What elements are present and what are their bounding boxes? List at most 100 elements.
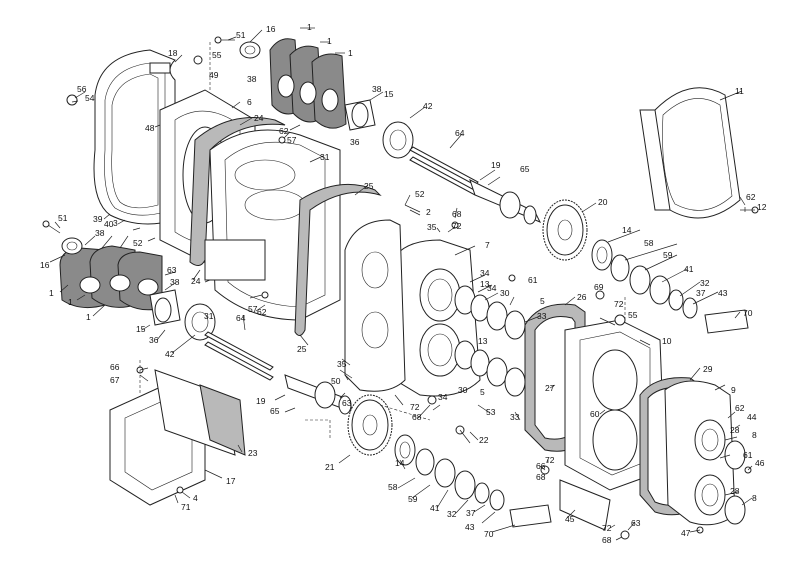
- callout-14: 14: [622, 225, 632, 235]
- callout-65: 65: [520, 164, 530, 174]
- callout-25: 25: [364, 181, 374, 191]
- belt-guard-11: [639, 87, 741, 219]
- callout-72: 72: [614, 299, 624, 309]
- callout-36: 36: [350, 137, 360, 147]
- callout-70: 70: [743, 308, 753, 318]
- callout-13: 13: [480, 279, 490, 289]
- callout-38: 38: [95, 228, 105, 238]
- callout-58: 58: [388, 482, 398, 492]
- shaft-bottom-19: [284, 374, 353, 415]
- callout-64: 64: [455, 128, 465, 138]
- callout-38: 38: [170, 277, 180, 287]
- center-gasket-plate: [344, 219, 406, 392]
- callout-46: 46: [755, 458, 765, 468]
- callout-72: 72: [410, 402, 420, 412]
- inlet-flange-17: [109, 369, 246, 506]
- callout-15: 15: [136, 324, 146, 334]
- callout-38: 38: [247, 74, 257, 84]
- callout-61: 61: [528, 275, 538, 285]
- callout-11: 11: [735, 86, 744, 96]
- callout-28: 28: [730, 425, 740, 435]
- callout-1: 1: [49, 288, 54, 298]
- callout-59: 59: [408, 494, 418, 504]
- callout-21: 21: [325, 462, 335, 472]
- callout-55: 55: [628, 310, 638, 320]
- callout-37: 37: [696, 288, 706, 298]
- callout-68: 68: [452, 209, 462, 219]
- callout-24: 24: [254, 113, 264, 123]
- callout-12: 12: [757, 202, 767, 212]
- callout-8: 8: [752, 430, 757, 440]
- callout-51: 51: [236, 30, 246, 40]
- callout-7: 7: [485, 240, 490, 250]
- callout-66: 66: [536, 461, 546, 471]
- callout-33: 33: [537, 311, 547, 321]
- gasket-24: [189, 117, 286, 266]
- right-hardware-bottom: [394, 434, 552, 528]
- callout-43: 43: [718, 288, 728, 298]
- callout-68: 68: [412, 412, 422, 422]
- callout-1: 1: [86, 312, 91, 322]
- callout-41: 41: [684, 264, 694, 274]
- callout-14: 14: [395, 458, 405, 468]
- callout-15: 15: [384, 89, 394, 99]
- callout-48: 48: [145, 123, 155, 133]
- callout-65: 65: [270, 406, 280, 416]
- callout-1: 1: [327, 36, 332, 46]
- gear-20: [542, 199, 588, 261]
- callout-30: 30: [458, 385, 468, 395]
- callout-4: 4: [193, 493, 198, 503]
- callout-42: 42: [423, 101, 433, 111]
- callout-37: 37: [466, 508, 476, 518]
- callout-67: 67: [110, 375, 120, 385]
- callout-47: 47: [681, 528, 691, 538]
- callout-36: 36: [149, 335, 159, 345]
- callout-41: 41: [430, 503, 440, 513]
- shaft-keys-64: [204, 146, 479, 381]
- callout-55: 55: [212, 50, 222, 60]
- callout-26: 26: [577, 292, 587, 302]
- rotors-top-1: [269, 38, 347, 129]
- callout-35: 35: [427, 222, 437, 232]
- callout-52: 52: [415, 189, 425, 199]
- callout-27: 27: [545, 383, 555, 393]
- callout-5: 5: [540, 296, 545, 306]
- callout-28: 28: [730, 486, 740, 496]
- callout-8: 8: [752, 493, 757, 503]
- callout-5: 5: [480, 387, 485, 397]
- callout-39: 39: [93, 214, 103, 224]
- callout-31: 31: [320, 152, 330, 162]
- callout-33: 33: [510, 412, 520, 422]
- callout-19: 19: [491, 160, 501, 170]
- callout-58: 58: [644, 238, 654, 248]
- callout-60: 60: [590, 409, 600, 419]
- callout-32: 32: [700, 278, 710, 288]
- callout-62: 62: [257, 307, 267, 317]
- callout-50: 50: [331, 376, 341, 386]
- callout-54: 54: [85, 93, 95, 103]
- callout-25: 25: [297, 344, 307, 354]
- callout-3: 3: [113, 218, 118, 228]
- rotors-bottom-1: [59, 245, 163, 311]
- leader-lines: [49, 27, 753, 541]
- callout-66: 66: [110, 362, 120, 372]
- callout-56: 56: [77, 84, 87, 94]
- callout-1: 1: [307, 22, 312, 32]
- callout-16: 16: [40, 260, 50, 270]
- callout-51: 51: [58, 213, 68, 223]
- end-caps-16: [61, 41, 261, 255]
- shaft-top-19: [469, 179, 542, 225]
- callout-62: 62: [279, 126, 289, 136]
- callout-70: 70: [484, 529, 494, 539]
- callout-24: 24: [191, 276, 201, 286]
- callout-45: 45: [565, 514, 575, 524]
- bearing-bottom: [149, 289, 216, 341]
- callout-62: 62: [746, 192, 756, 202]
- callout-52: 52: [133, 238, 143, 248]
- callout-44: 44: [747, 412, 757, 422]
- callout-72: 72: [602, 523, 612, 533]
- callout-63: 63: [167, 265, 177, 275]
- callout-16: 16: [266, 24, 276, 34]
- callout-72: 72: [545, 455, 555, 465]
